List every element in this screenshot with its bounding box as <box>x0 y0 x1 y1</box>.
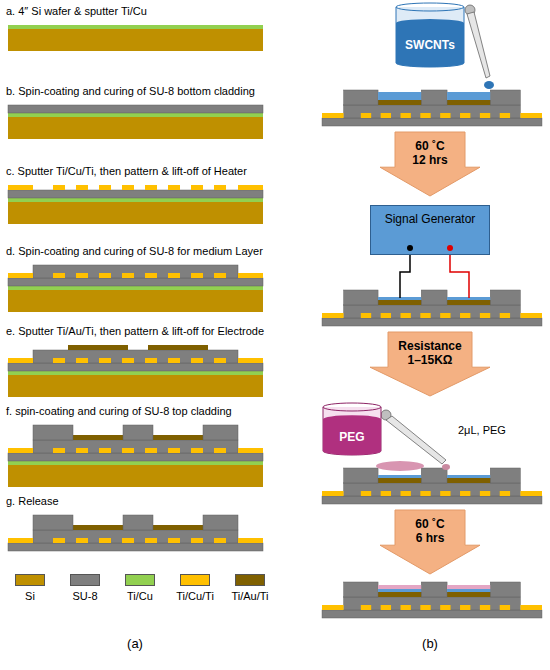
node-text-area: PEG <box>322 423 382 452</box>
step-label: d. Spin-coating and curing of SU-8 for m… <box>6 245 263 258</box>
peg-film <box>378 585 421 589</box>
legend-swatch <box>70 574 100 586</box>
box-fill <box>371 206 490 255</box>
beaker-outline <box>395 2 465 68</box>
node-text-area: 60 ˚C 12 hrs <box>380 132 480 176</box>
legend-swatch <box>235 574 265 586</box>
beaker-rim <box>396 3 464 11</box>
swcnt-film <box>447 589 490 592</box>
node-text: Signal Generator <box>385 213 476 227</box>
cross-section <box>8 185 263 224</box>
arrow-fill <box>380 510 480 574</box>
cross-section <box>8 25 263 51</box>
volume-note: 2μL, PEG <box>458 424 506 437</box>
peg-drop <box>442 464 450 470</box>
wire <box>450 248 469 298</box>
signal-generator-box: Signal Generator <box>370 205 490 255</box>
swcnt-fill <box>447 92 490 100</box>
beaker-outline <box>322 402 382 456</box>
swcnt-drop <box>484 81 494 89</box>
node-text-area: Resistance 1–15KΩ <box>370 332 490 376</box>
step-label: e. Sputter Ti/Au/Ti, then pattern & lift… <box>6 325 264 338</box>
terminal-dot <box>447 245 453 251</box>
process-arrow: Resistance 1–15KΩ <box>370 332 490 396</box>
device-with-peg <box>322 582 542 618</box>
process-arrow: 60 ˚C 6 hrs <box>380 510 480 574</box>
node-text-area: SWCNTs <box>395 27 465 64</box>
panel-label: (b) <box>422 636 438 652</box>
step-label: b. Spin-coating and curing of SU-8 botto… <box>6 85 255 98</box>
arrow-fill <box>380 132 480 196</box>
beaker-liquid <box>396 19 464 67</box>
pipette <box>386 416 446 464</box>
peg-film <box>447 585 490 589</box>
node-text: SWCNTs <box>405 39 455 53</box>
step-label: f. spin-coating and curing of SU-8 top c… <box>6 405 232 418</box>
swcnt-fill <box>378 92 421 100</box>
process-arrow: 60 ˚C 12 hrs <box>380 132 480 196</box>
node-text: 60 ˚C 6 hrs <box>411 518 450 546</box>
cross-section <box>8 105 263 139</box>
device-with-swcnt <box>322 90 542 126</box>
legend-label: Ti/Cu/Ti <box>176 590 214 603</box>
beaker-glass <box>323 407 381 455</box>
peg-beaker: PEG <box>322 402 382 456</box>
legend-label: SU-8 <box>72 590 97 603</box>
node-text: PEG <box>339 431 364 445</box>
step-label: g. Release <box>6 495 59 508</box>
pipette <box>467 12 490 78</box>
device-with-swcnt <box>322 290 542 326</box>
peg-droplet <box>376 461 424 471</box>
node-text-area: Signal Generator <box>370 211 490 229</box>
beaker-glass <box>396 7 464 67</box>
beaker-liquid <box>323 415 381 455</box>
panel-label: (a) <box>127 636 143 652</box>
node-text: Resistance 1–15KΩ <box>394 340 466 368</box>
beaker-rim <box>323 403 381 411</box>
swcnt-film <box>447 475 490 478</box>
legend-label: Si <box>25 590 35 603</box>
terminal-dot <box>407 245 413 251</box>
legend-label: Ti/Cu <box>127 590 153 603</box>
swcnt-film <box>378 475 421 478</box>
step-label: a. 4″ Si wafer & sputter Ti/Cu <box>6 5 147 18</box>
swcnt-beaker: SWCNTs <box>395 2 465 68</box>
node-text: 60 ˚C 12 hrs <box>411 140 450 168</box>
swcnt-film <box>378 589 421 592</box>
legend-swatch <box>15 574 45 586</box>
cross-section <box>8 515 263 551</box>
legend-swatch <box>180 574 210 586</box>
device-with-swcnt <box>322 468 542 504</box>
legend-swatch <box>125 574 155 586</box>
cross-section <box>8 345 263 397</box>
wire <box>400 248 410 298</box>
cross-section <box>8 425 263 487</box>
node-text-area: 60 ˚C 6 hrs <box>380 510 480 554</box>
step-label: c. Sputter Ti/Cu/Ti, then pattern & lift… <box>6 165 247 178</box>
legend-label: Ti/Au/Ti <box>231 590 268 603</box>
cross-section <box>8 265 263 312</box>
arrow-fill <box>370 332 490 396</box>
